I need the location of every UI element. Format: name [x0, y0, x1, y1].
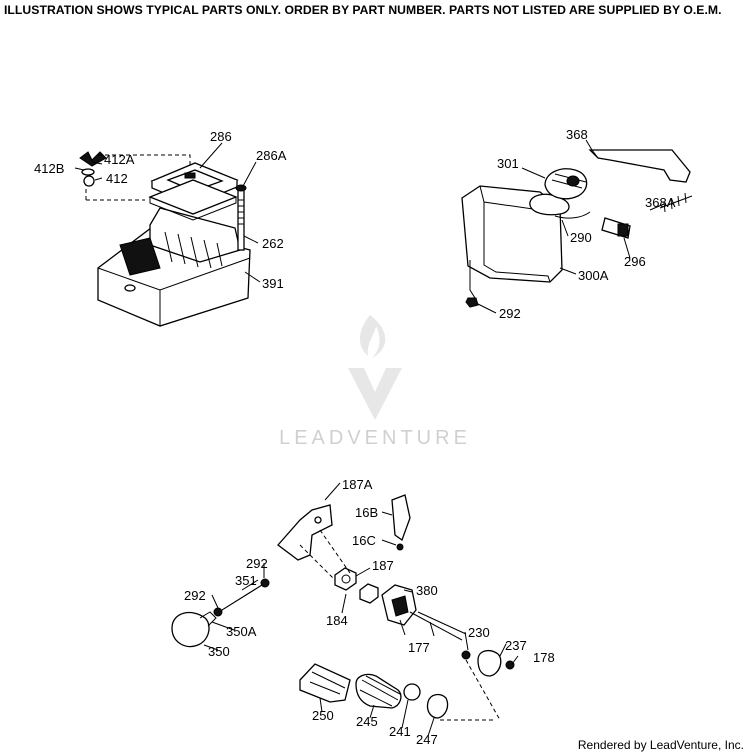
label-241: 241 [389, 724, 411, 739]
label-351: 351 [235, 573, 257, 588]
label-412A: 412A [104, 152, 135, 167]
label-412: 412 [106, 171, 128, 186]
label-178: 178 [533, 650, 555, 665]
air-filter [148, 162, 239, 221]
label-262: 262 [262, 236, 284, 251]
label-350A: 350A [226, 624, 257, 639]
label-184: 184 [326, 613, 348, 628]
label-292-line: 292 [246, 556, 268, 571]
label-187A: 187A [342, 477, 373, 492]
air-cleaner-base [97, 207, 251, 327]
fuel-tank-group [461, 139, 693, 314]
label-350: 350 [208, 644, 230, 659]
label-230: 230 [468, 625, 490, 640]
label-412B: 412B [34, 161, 64, 176]
label-368: 368 [566, 127, 588, 142]
label-250: 250 [312, 708, 334, 723]
carburetor-group [171, 482, 519, 737]
label-237: 237 [505, 638, 527, 653]
label-286: 286 [210, 129, 232, 144]
label-187: 187 [372, 558, 394, 573]
label-391: 391 [262, 276, 284, 291]
watermark-text: LEADVENTURE [279, 427, 471, 449]
label-290: 290 [570, 230, 592, 245]
watermark-logo [348, 315, 402, 420]
header-note: ILLUSTRATION SHOWS TYPICAL PARTS ONLY. O… [4, 3, 722, 17]
air-cleaner-group [74, 142, 261, 327]
label-380: 380 [416, 583, 438, 598]
label-177: 177 [408, 640, 430, 655]
label-16C: 16C [352, 533, 376, 548]
label-368A: 368A [645, 195, 676, 210]
label-300A: 300A [578, 268, 609, 283]
label-292-bulb: 292 [184, 588, 206, 603]
label-296: 296 [624, 254, 646, 269]
stud [235, 184, 247, 251]
label-286A: 286A [256, 148, 287, 163]
footer-credit: Rendered by LeadVenture, Inc. [577, 738, 744, 752]
label-16B: 16B [355, 505, 378, 520]
label-247: 247 [416, 732, 438, 747]
label-292-tank: 292 [499, 306, 521, 321]
label-245: 245 [356, 714, 378, 729]
wing-nut-group [79, 151, 191, 201]
label-301: 301 [497, 156, 519, 171]
